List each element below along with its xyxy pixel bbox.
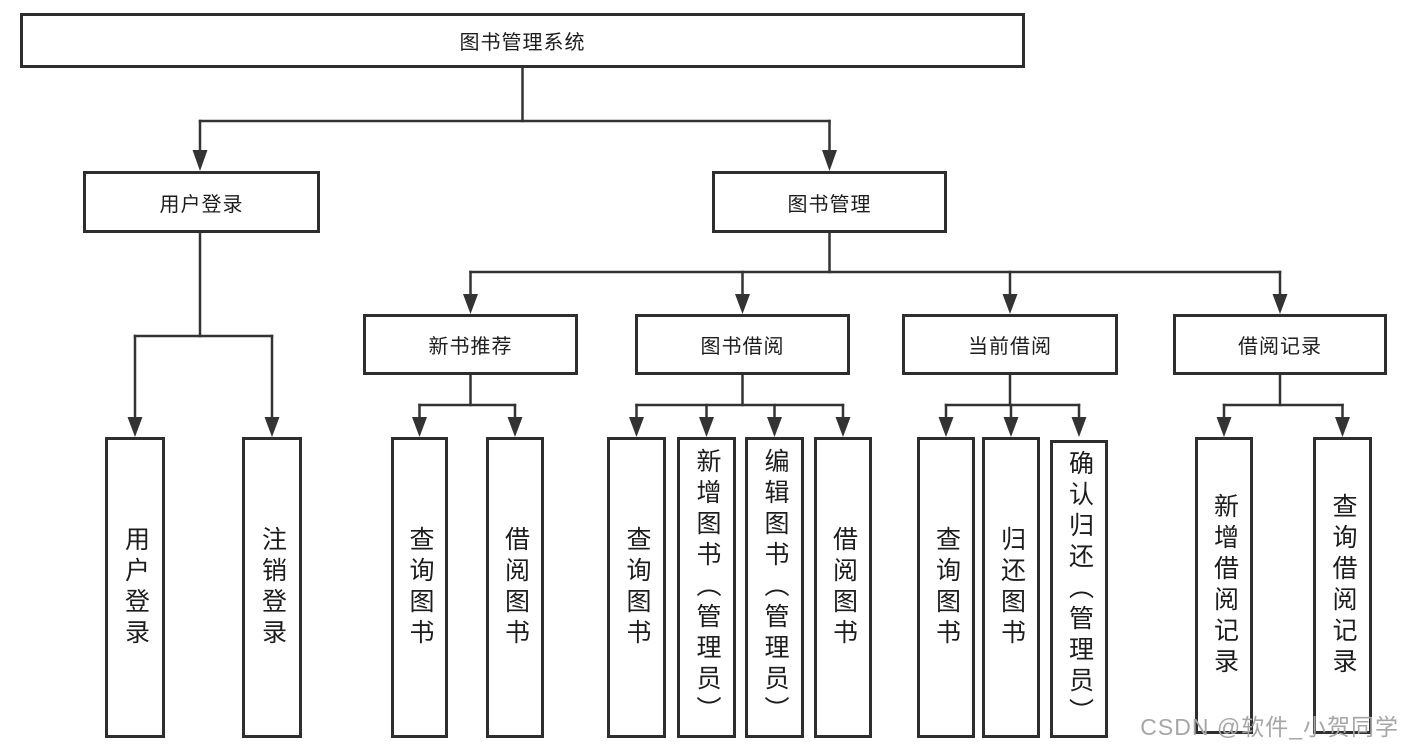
arrowhead xyxy=(1002,294,1018,314)
leaf-logout: 注销登录 xyxy=(242,437,302,738)
arrowhead xyxy=(938,417,954,437)
node-borrow-records-label: 借阅记录 xyxy=(1238,336,1322,358)
node-book-management: 图书管理 xyxy=(712,171,947,233)
arrowhead xyxy=(835,417,851,437)
node-borrow-records: 借阅记录 xyxy=(1173,314,1387,375)
leaf-borrow-books-1: 借阅图书 xyxy=(486,437,544,738)
csdn-watermark: CSDN @软件_小贺同学 xyxy=(1140,714,1399,740)
arrowhead xyxy=(1071,417,1087,437)
node-root-label: 图书管理系统 xyxy=(459,32,586,54)
leaf-borrow-books-2-label: 借阅图书 xyxy=(829,525,858,650)
arrowhead xyxy=(264,417,280,437)
arrowhead xyxy=(1335,417,1350,437)
node-new-book-recommend: 新书推荐 xyxy=(363,314,578,375)
node-book-borrow: 图书借阅 xyxy=(635,314,850,375)
arrowhead xyxy=(822,150,837,171)
arrowhead xyxy=(192,150,208,171)
arrowhead xyxy=(1272,294,1288,314)
node-book-management-label: 图书管理 xyxy=(787,193,872,216)
leaf-add-borrow-record: 新增借阅记录 xyxy=(1195,437,1253,734)
arrowhead xyxy=(735,294,750,314)
leaf-logout-label: 注销登录 xyxy=(258,525,287,650)
leaf-borrow-books-1-label: 借阅图书 xyxy=(501,525,530,650)
leaf-confirm-return-admin-label: 确认归还（管理员） xyxy=(1065,449,1094,729)
leaf-user-login: 用户登录 xyxy=(105,437,165,738)
leaf-query-borrow-record-label: 查询借阅记录 xyxy=(1329,492,1357,679)
leaf-user-login-label: 用户登录 xyxy=(121,525,150,650)
leaf-borrow-books-2: 借阅图书 xyxy=(814,437,872,738)
leaf-query-books-2: 查询图书 xyxy=(607,437,666,738)
leaf-add-borrow-record-label: 新增借阅记录 xyxy=(1210,492,1239,679)
node-book-borrow-label: 图书借阅 xyxy=(700,336,785,358)
arrowhead xyxy=(507,417,523,437)
leaf-edit-books-admin-label: 编辑图书（管理员） xyxy=(761,448,789,727)
leaf-query-books-1-label: 查询图书 xyxy=(406,525,434,650)
arrowhead xyxy=(412,417,427,437)
arrowhead xyxy=(699,417,714,437)
arrowhead xyxy=(629,417,644,437)
node-root: 图书管理系统 xyxy=(20,13,1025,68)
leaf-confirm-return-admin: 确认归还（管理员） xyxy=(1050,440,1108,738)
arrowhead xyxy=(463,294,478,314)
leaf-query-books-2-label: 查询图书 xyxy=(623,525,651,650)
arrowhead xyxy=(1003,417,1019,437)
leaf-query-books-3-label: 查询图书 xyxy=(932,525,961,650)
node-user-login-label: 用户登录 xyxy=(159,193,244,216)
leaf-return-books: 归还图书 xyxy=(982,437,1040,738)
node-user-login: 用户登录 xyxy=(83,171,320,233)
node-current-borrow-label: 当前借阅 xyxy=(968,336,1052,358)
leaf-query-books-3: 查询图书 xyxy=(917,437,975,738)
leaf-edit-books-admin: 编辑图书（管理员） xyxy=(745,437,804,738)
leaf-add-books-admin: 新增图书（管理员） xyxy=(677,437,736,738)
leaf-query-borrow-record: 查询借阅记录 xyxy=(1313,437,1372,734)
arrowhead xyxy=(767,417,782,437)
arrowhead xyxy=(127,417,143,437)
node-new-book-recommend-label: 新书推荐 xyxy=(428,336,513,358)
arrowhead xyxy=(1216,417,1232,437)
leaf-return-books-label: 归还图书 xyxy=(997,525,1026,650)
leaf-add-books-admin-label: 新增图书（管理员） xyxy=(693,448,721,727)
leaf-query-books-1: 查询图书 xyxy=(391,437,448,738)
node-current-borrow: 当前借阅 xyxy=(902,314,1118,375)
